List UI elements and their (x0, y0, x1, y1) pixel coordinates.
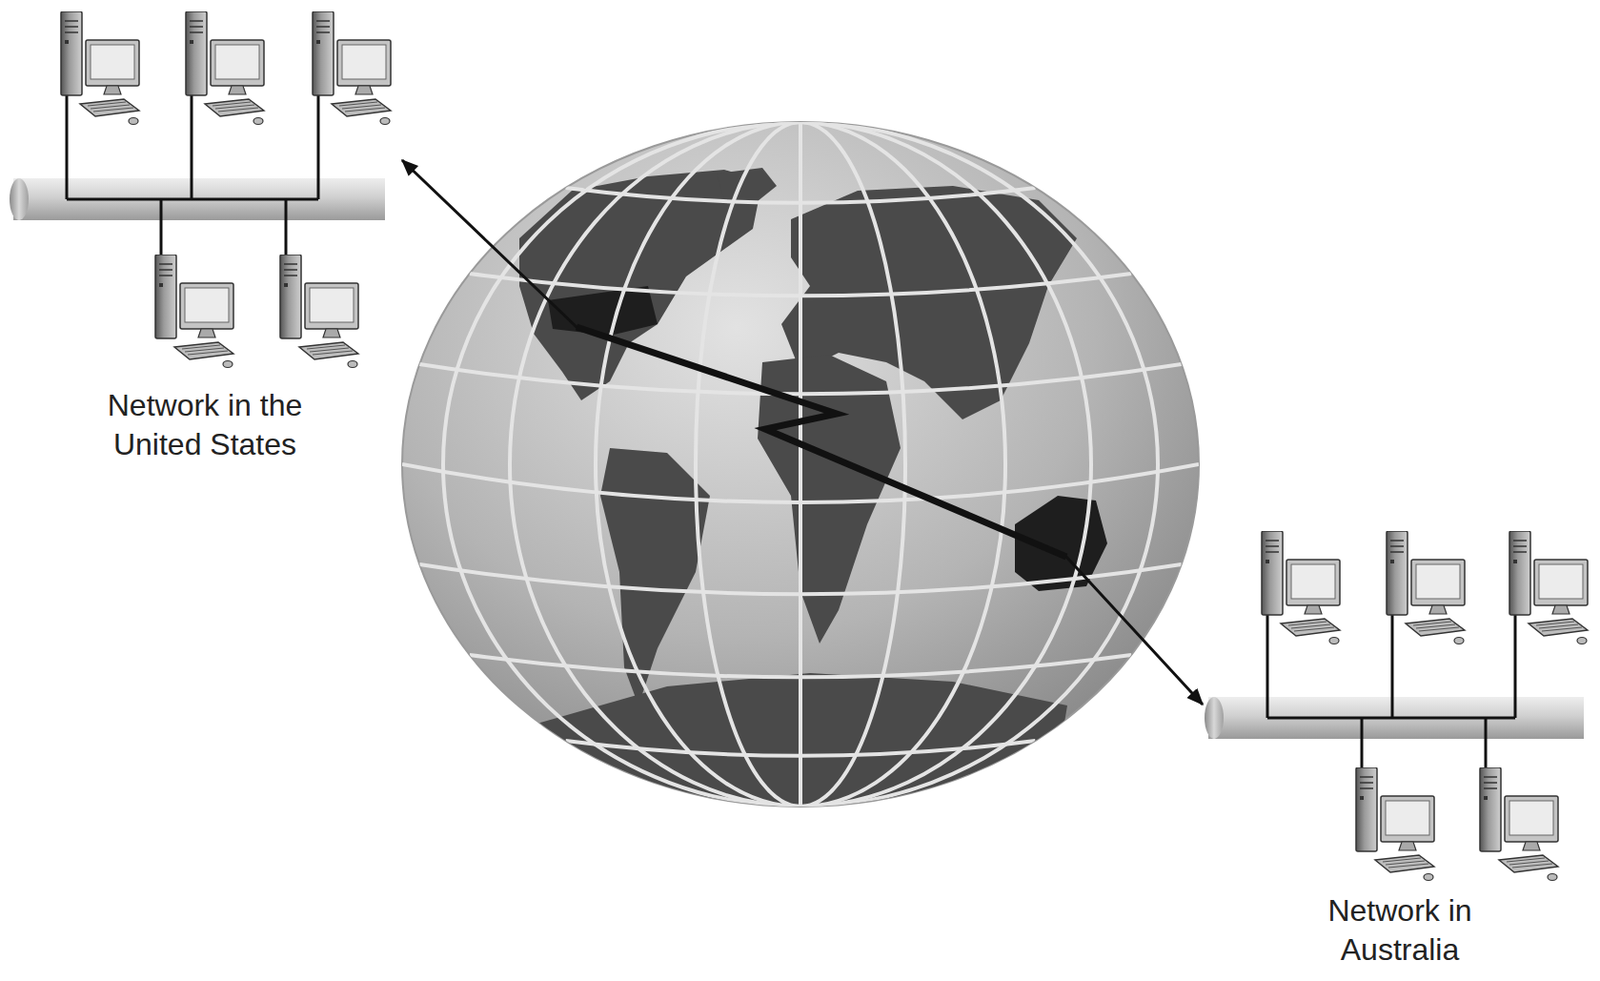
network-caption: Network in Australia (1299, 891, 1500, 971)
wan-link (402, 160, 1203, 705)
lightning-link (576, 326, 1067, 557)
globe (402, 121, 1199, 820)
computer (280, 254, 359, 368)
australia-network (1204, 530, 1588, 881)
network-caption: Network in the United States (76, 385, 334, 466)
computer (60, 11, 140, 125)
network-group: Network in Australia (1202, 522, 1598, 976)
computer (185, 11, 264, 125)
network-group: Network in the United States (7, 7, 403, 471)
us-network (9, 11, 391, 368)
computer (1386, 530, 1465, 645)
computer (1356, 767, 1435, 881)
computer (1261, 530, 1340, 645)
globe-grid (402, 121, 1199, 807)
computer (312, 11, 391, 125)
computer (155, 254, 234, 368)
link-line (402, 160, 1203, 705)
computer (1479, 767, 1559, 881)
computer (1509, 530, 1588, 645)
